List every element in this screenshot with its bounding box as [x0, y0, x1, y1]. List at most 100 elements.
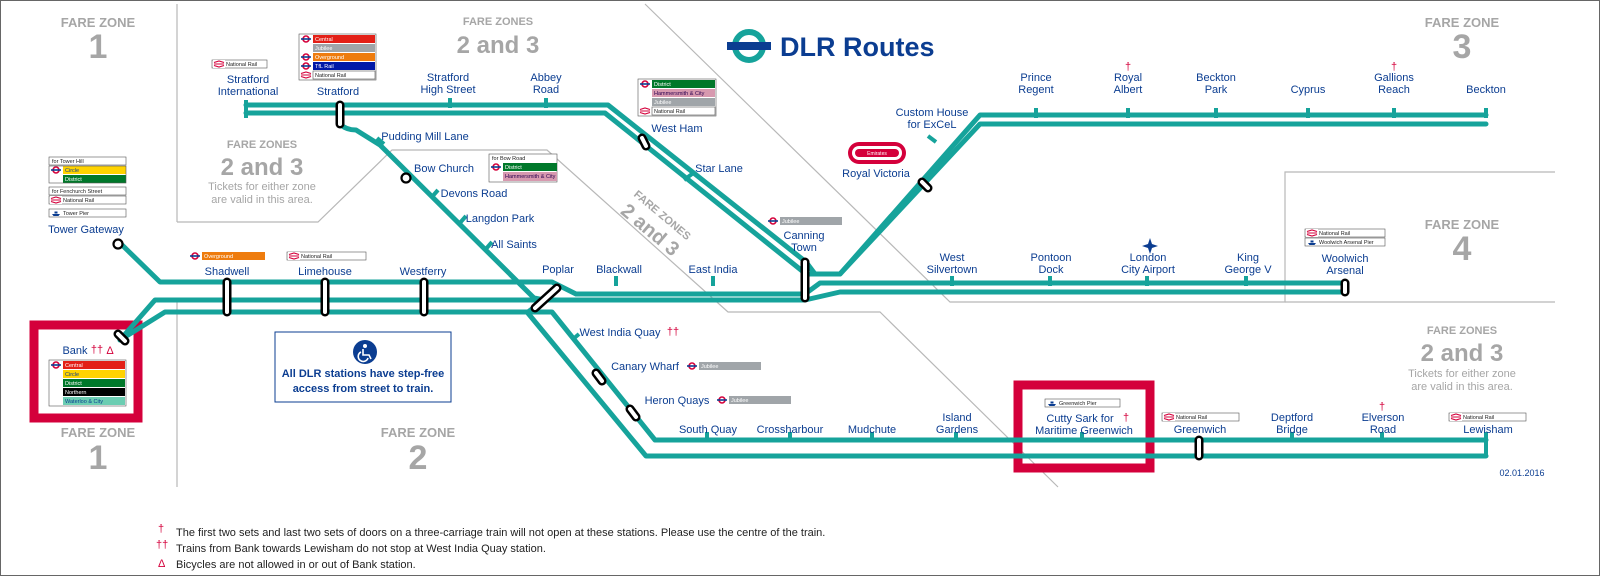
airport-icon	[1142, 238, 1158, 254]
emirates-badge-band	[855, 149, 899, 157]
interchange-text: TfL Rail	[315, 64, 334, 70]
national-rail-icon	[1162, 412, 1176, 422]
label-west-silvertown-1: West	[940, 252, 965, 264]
national-rail-icon	[638, 106, 652, 116]
label-elverson-road-1: Elverson	[1362, 412, 1405, 424]
interchange-stratford-international: National Rail	[211, 59, 268, 69]
interchange-text: National Rail	[1176, 415, 1207, 421]
line-bar-district	[652, 80, 715, 88]
underground-icon	[639, 80, 651, 88]
zone-2-number: 2	[409, 439, 428, 477]
station-ticks	[244, 98, 1488, 456]
dagger-gallions-reach: †	[1391, 61, 1397, 73]
interchange-text: Hammersmith & City	[654, 91, 705, 97]
label-beckton-park-1: Beckton	[1196, 72, 1236, 84]
interchange-text: National Rail	[1463, 415, 1494, 421]
emirates-air-line-badge: Emirates	[848, 142, 906, 164]
footnote-3: Bicycles are not allowed in or out of Ba…	[176, 559, 416, 571]
label-all-saints: All Saints	[491, 239, 537, 251]
label-pudding-mill-lane: Pudding Mill Lane	[381, 131, 468, 143]
dagger-royal-albert: †	[1125, 61, 1131, 73]
label-royal-albert-1: Royal	[1114, 72, 1142, 84]
zone-1-bottom-number: 1	[89, 439, 108, 477]
label-custom-house-1: Custom House	[896, 107, 969, 119]
label-tower-gateway: Tower Gateway	[48, 224, 124, 236]
label-devons-road: Devons Road	[441, 188, 508, 200]
interchange-shadwell: Overground	[189, 252, 265, 260]
footnote-dagger-symbol: †	[158, 523, 164, 535]
national-rail-icon	[1449, 412, 1463, 422]
line-bar-district	[503, 163, 557, 171]
interchange-text: National Rail	[654, 109, 685, 115]
line-bar-district	[63, 175, 126, 183]
line-bar-circle	[63, 370, 125, 378]
station-tick	[429, 188, 440, 200]
station-tick	[457, 214, 468, 226]
interchange-box	[286, 251, 367, 261]
interchange-text: Overground	[204, 254, 233, 260]
interchange-text: Jubilee	[731, 398, 748, 404]
interchange-box	[48, 156, 127, 166]
interchange-limehouse: National Rail	[286, 251, 367, 261]
interchange-box	[48, 359, 127, 407]
label-bank: Bank	[62, 345, 88, 357]
interchange-text: Central	[315, 37, 333, 43]
underground-icon	[50, 361, 62, 369]
label-stratford-international-1: Stratford	[227, 74, 269, 86]
interchange-text: for Fenchurch Street	[52, 189, 103, 195]
label-blackwall: Blackwall	[596, 264, 642, 276]
line-bar-national-rail	[651, 106, 716, 116]
interchange-text: Jubilee	[782, 219, 799, 225]
interchange-woolwich-arsenal: National Rail Woolwich Arsenal Pier	[1304, 228, 1386, 247]
label-west-ham: West Ham	[651, 123, 702, 135]
interchange-stratford: Central Jubilee Overground TfL Rail Nati…	[298, 33, 377, 81]
footnote-double-dagger-symbol: ††	[156, 539, 168, 551]
zone-1-top-label: FARE ZONE	[61, 15, 136, 30]
label-king-george-v-2: George V	[1224, 264, 1272, 276]
interchange-tower-gateway: for Tower Hill Circle District for Fench…	[48, 156, 127, 218]
interchange-text: Jubilee	[315, 46, 332, 52]
interchange-connector-inner	[640, 136, 648, 148]
underground-icon	[50, 166, 62, 174]
line-bar-hammersmith-city	[652, 89, 715, 97]
interchange-text: National Rail	[315, 73, 346, 79]
step-free-line-1: All DLR stations have step-free	[282, 368, 445, 380]
label-royal-albert-2: Albert	[1114, 84, 1143, 96]
national-rail-icon	[287, 251, 301, 261]
dagger-cutty-sark: †	[1123, 412, 1129, 424]
bow-church-circle	[400, 172, 412, 184]
line-bar-overground	[313, 53, 375, 61]
label-canning-town-2: Town	[791, 242, 817, 254]
line-tower-gateway-woolwich	[117, 240, 1348, 297]
zone-23-right-number: 2 and 3	[1421, 340, 1504, 367]
interchange-text: Circle	[65, 372, 79, 378]
line-bar-district	[63, 379, 125, 387]
line-bar-northern	[63, 388, 125, 396]
label-deptford-bridge-1: Deptford	[1271, 412, 1313, 424]
interchange-text: National Rail	[301, 254, 332, 260]
footnotes: † The first two sets and last two sets o…	[156, 523, 825, 571]
interchange-text: National Rail	[1319, 231, 1350, 237]
label-stratford-high-street-1: Stratford	[427, 72, 469, 84]
label-stratford-high-street-2: High Street	[420, 84, 475, 96]
interchange-box	[1161, 412, 1240, 422]
interchange-text: Central	[65, 363, 83, 369]
label-langdon-park: Langdon Park	[466, 213, 535, 225]
label-star-lane: Star Lane	[695, 163, 743, 175]
label-pontoon-dock-1: Pontoon	[1031, 252, 1072, 264]
label-greenwich: Greenwich	[1174, 424, 1227, 436]
step-free-line-2: access from street to train.	[293, 383, 434, 395]
interchange-text: District	[654, 82, 671, 88]
step-free-notice: All DLR stations have step-free access f…	[274, 331, 452, 403]
interchange-text: Woolwich Arsenal Pier	[1319, 240, 1374, 246]
interchange-bow-church: for Bow Road District Hammersmith & City	[488, 153, 558, 183]
line-bar-jubilee	[313, 44, 375, 52]
label-abbey-road-2: Road	[533, 84, 559, 96]
interchange-box	[48, 195, 127, 205]
double-dagger-bank: ††	[91, 344, 103, 356]
label-stratford-international-2: International	[218, 86, 279, 98]
line-bar-jubilee	[699, 362, 761, 370]
label-beckton: Beckton	[1466, 84, 1506, 96]
terminus-circles	[112, 172, 412, 250]
national-rail-icon	[299, 70, 313, 80]
